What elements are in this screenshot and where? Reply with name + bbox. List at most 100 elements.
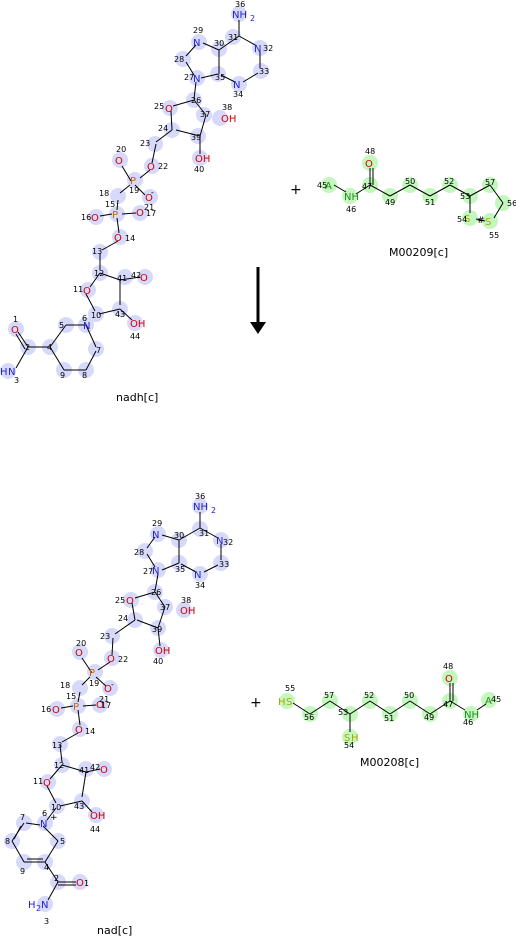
svg-text:34: 34 bbox=[195, 581, 205, 590]
svg-text:O: O bbox=[11, 325, 19, 336]
svg-text:O: O bbox=[365, 159, 373, 170]
svg-text:8: 8 bbox=[5, 837, 10, 846]
svg-text:O: O bbox=[126, 596, 134, 607]
svg-text:29: 29 bbox=[152, 519, 162, 528]
svg-text:17: 17 bbox=[101, 701, 111, 710]
svg-text:50: 50 bbox=[404, 691, 414, 700]
svg-text:O: O bbox=[107, 654, 115, 665]
svg-text:H: H bbox=[351, 733, 359, 744]
svg-text:2: 2 bbox=[25, 343, 30, 352]
svg-text:N: N bbox=[8, 367, 15, 378]
svg-text:43: 43 bbox=[115, 310, 125, 319]
svg-text:N: N bbox=[194, 570, 201, 581]
svg-text:20: 20 bbox=[116, 145, 126, 154]
svg-text:N: N bbox=[152, 566, 159, 577]
svg-text:S: S bbox=[286, 697, 292, 708]
svg-text:H: H bbox=[0, 367, 8, 378]
svg-text:56: 56 bbox=[507, 199, 516, 208]
svg-text:O: O bbox=[445, 674, 453, 685]
svg-text:38: 38 bbox=[222, 103, 232, 112]
svg-text:N: N bbox=[193, 38, 200, 49]
svg-text:5: 5 bbox=[59, 321, 64, 330]
svg-text:20: 20 bbox=[76, 639, 86, 648]
svg-text:45: 45 bbox=[317, 181, 327, 190]
svg-text:N: N bbox=[40, 819, 47, 830]
svg-text:10: 10 bbox=[51, 803, 61, 812]
svg-text:O: O bbox=[104, 684, 112, 695]
svg-text:26: 26 bbox=[191, 96, 201, 105]
nadh-structure: NH2 N N N N O OH OH O P O O P O O O O O … bbox=[0, 0, 273, 385]
nad-bonds bbox=[11, 512, 222, 901]
svg-text:36: 36 bbox=[235, 0, 245, 9]
svg-text:6: 6 bbox=[82, 314, 87, 323]
svg-text:29: 29 bbox=[193, 26, 203, 35]
svg-text:15: 15 bbox=[105, 200, 115, 209]
svg-text:24: 24 bbox=[158, 124, 168, 133]
reactant-name-nadh: nadh[c] bbox=[116, 391, 159, 404]
svg-text:2: 2 bbox=[36, 904, 41, 913]
svg-text:OH: OH bbox=[180, 606, 195, 617]
svg-text:33: 33 bbox=[259, 67, 269, 76]
svg-text:18: 18 bbox=[60, 681, 70, 690]
svg-text:A: A bbox=[325, 181, 332, 192]
svg-text:OH: OH bbox=[130, 319, 145, 330]
svg-text:NH: NH bbox=[193, 502, 208, 513]
nad-structure: NH2 N N N N O OH OH O P O O P O O O O O … bbox=[4, 492, 233, 926]
product-name-nad: nad[c] bbox=[97, 924, 133, 937]
svg-text:O: O bbox=[114, 233, 122, 244]
svg-text:9: 9 bbox=[20, 867, 25, 876]
svg-text:53: 53 bbox=[338, 708, 348, 717]
svg-text:16: 16 bbox=[81, 213, 91, 222]
svg-text:35: 35 bbox=[175, 565, 185, 574]
svg-text:P: P bbox=[130, 176, 136, 187]
svg-text:-: - bbox=[151, 188, 154, 197]
svg-text:16: 16 bbox=[41, 705, 51, 714]
nad-atom-highlights bbox=[4, 498, 229, 912]
svg-text:25: 25 bbox=[154, 102, 164, 111]
svg-text:N: N bbox=[193, 74, 200, 85]
svg-text:P: P bbox=[73, 702, 79, 713]
svg-text:33: 33 bbox=[219, 560, 229, 569]
svg-text:27: 27 bbox=[184, 73, 194, 82]
svg-text:22: 22 bbox=[158, 162, 168, 171]
svg-text:47: 47 bbox=[362, 182, 372, 191]
svg-text:46: 46 bbox=[346, 205, 356, 214]
svg-text:15: 15 bbox=[66, 692, 76, 701]
plus-sign-reactants: + bbox=[290, 182, 302, 198]
svg-text:30: 30 bbox=[214, 39, 224, 48]
nadh-bonds bbox=[15, 20, 261, 371]
svg-text:O: O bbox=[83, 286, 91, 297]
svg-text:O: O bbox=[43, 778, 51, 789]
svg-text:45: 45 bbox=[491, 695, 501, 704]
svg-text:O: O bbox=[165, 104, 173, 115]
svg-text:O: O bbox=[75, 725, 83, 736]
svg-text:38: 38 bbox=[181, 596, 191, 605]
svg-text:4: 4 bbox=[44, 863, 49, 872]
product-name-m00208: M00208[c] bbox=[360, 756, 420, 769]
svg-text:11: 11 bbox=[33, 777, 43, 786]
svg-text:1: 1 bbox=[13, 315, 18, 324]
svg-text:8: 8 bbox=[82, 371, 87, 380]
svg-text:30: 30 bbox=[174, 531, 184, 540]
svg-text:N: N bbox=[233, 80, 240, 91]
svg-text:S: S bbox=[485, 217, 491, 228]
svg-text:41: 41 bbox=[79, 766, 89, 775]
svg-text:5: 5 bbox=[60, 837, 65, 846]
svg-text:44: 44 bbox=[90, 825, 100, 834]
reactant-name-m00209: M00209[c] bbox=[389, 246, 449, 259]
svg-text:4: 4 bbox=[47, 343, 52, 352]
svg-text:41: 41 bbox=[117, 274, 127, 283]
svg-text:12: 12 bbox=[94, 269, 104, 278]
svg-text:56: 56 bbox=[304, 713, 314, 722]
svg-text:NH: NH bbox=[344, 192, 359, 203]
svg-text:2: 2 bbox=[250, 14, 255, 23]
svg-text:N: N bbox=[83, 321, 90, 332]
svg-text:12: 12 bbox=[54, 761, 64, 770]
